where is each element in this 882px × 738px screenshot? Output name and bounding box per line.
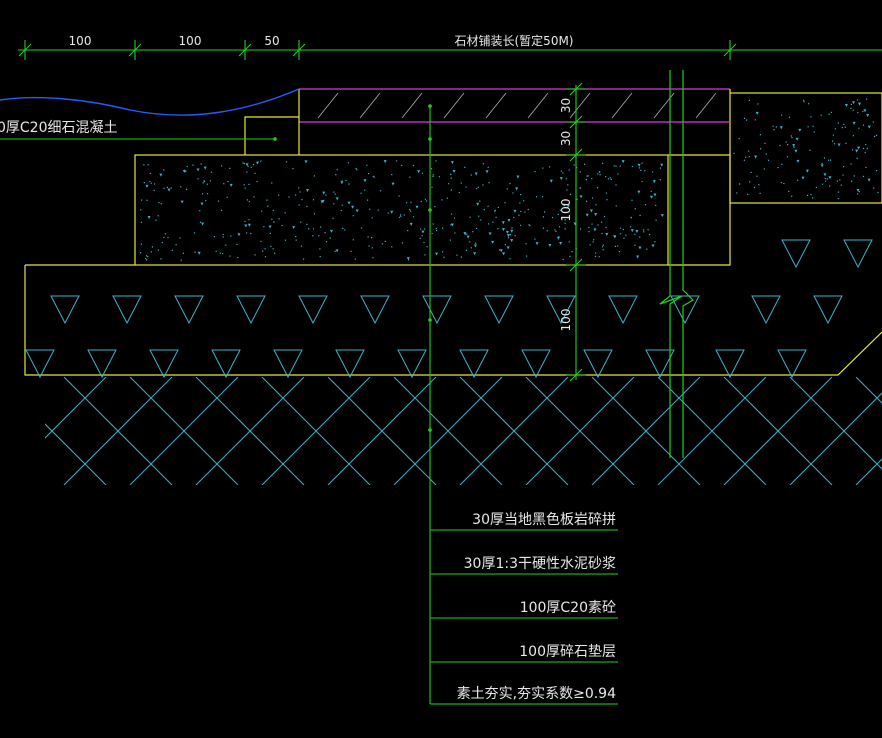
dim-label-3: 50 xyxy=(264,34,279,48)
concrete-layer xyxy=(134,154,669,266)
legend-item-mortar: 30厚1:3干硬性水泥砂浆 xyxy=(464,556,616,572)
dim-label-2: 100 xyxy=(179,34,202,48)
concrete-aggregate-hatch xyxy=(140,160,664,261)
right-concrete-hatch xyxy=(733,98,879,200)
layer-dim-100-gravel: 100 xyxy=(559,309,573,332)
layer-dim-100-concrete: 100 xyxy=(559,199,573,222)
layer-dim-30-bottom: 30 xyxy=(559,131,573,146)
gravel-base-layer xyxy=(24,264,882,379)
dim-label-1: 100 xyxy=(69,34,92,48)
dim-label-paving-length: 石材铺装长(暂定50M) xyxy=(455,33,574,48)
legend-leader xyxy=(429,106,618,705)
paving-layers xyxy=(244,88,731,155)
legend-item-soil: 素土夯实,夯实系数≥0.94 xyxy=(457,686,616,702)
gravel-triangle-hatch xyxy=(25,295,700,379)
right-gravel-triangle-hatch xyxy=(715,239,873,379)
right-extension xyxy=(668,92,882,379)
compacted-soil-hatch xyxy=(45,377,882,485)
stone-paving-hatch xyxy=(317,92,717,119)
legend-leader-dots xyxy=(428,104,432,432)
left-callout-dot xyxy=(273,137,277,141)
edge-curve xyxy=(0,88,300,116)
legend-item-concrete: 100厚C20素砼 xyxy=(520,600,616,616)
dimension-chain xyxy=(18,40,882,60)
break-line xyxy=(659,70,694,458)
legend-item-paving: 30厚当地黑色板岩碎拼 xyxy=(472,511,616,528)
left-callout-label: 0厚C20细石混凝土 xyxy=(0,120,118,136)
layer-dim-30-top: 30 xyxy=(559,98,573,113)
layer-dimension-line xyxy=(566,82,586,382)
legend-item-gravel: 100厚碎石垫层 xyxy=(519,644,616,660)
